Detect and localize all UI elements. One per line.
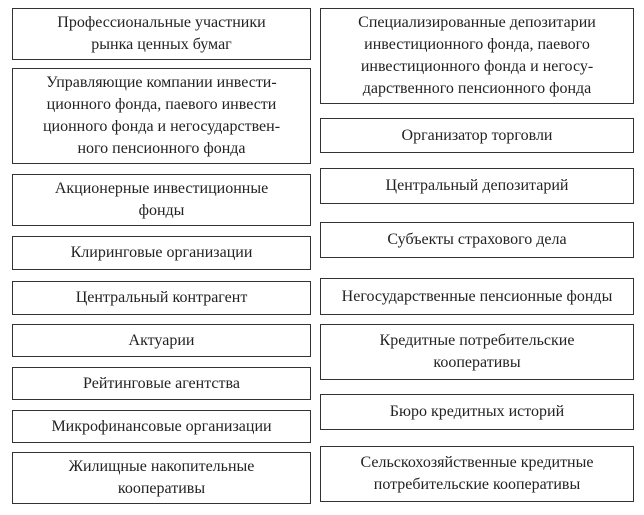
box-label: Профессиональные участники рынка ценных … bbox=[57, 14, 266, 53]
box-label: Клиринговые организации bbox=[70, 244, 253, 261]
box-insurance-subjects: Субъекты страхового дела bbox=[320, 222, 634, 258]
box-label: Жилищные накопительные кооперативы bbox=[68, 458, 255, 497]
box-rating-agencies: Рейтинговые агентства bbox=[12, 367, 311, 400]
box-agricultural-cooperatives: Сельскохозяйственные кредитные потребите… bbox=[320, 446, 634, 502]
box-management-companies: Управляющие компании инвести- ционного ф… bbox=[12, 68, 311, 164]
box-professional-participants: Профессиональные участники рынка ценных … bbox=[12, 8, 311, 60]
box-label: Центральный депозитарий bbox=[385, 177, 569, 194]
box-label: Микрофинансовые организации bbox=[51, 417, 272, 435]
box-label: Негосударственные пенсионные фонды bbox=[341, 287, 613, 305]
box-pension-funds: Негосударственные пенсионные фонды bbox=[320, 278, 634, 315]
box-central-counterparty: Центральный контрагент bbox=[12, 281, 311, 315]
box-label: Акционерные инвестиционные фонды bbox=[54, 180, 269, 219]
box-label: Организатор торговли bbox=[401, 126, 553, 144]
box-joint-stock-funds: Акционерные инвестиционные фонды bbox=[12, 174, 311, 226]
box-specialized-depositories: Специализированные депозитарии инвестици… bbox=[320, 8, 634, 104]
box-credit-cooperatives: Кредитные потребительские кооперативы bbox=[320, 324, 634, 380]
box-actuaries: Актуарии bbox=[12, 324, 311, 357]
box-credit-bureau: Бюро кредитных историй bbox=[320, 394, 634, 430]
box-label: Бюро кредитных историй bbox=[389, 403, 565, 420]
box-housing-cooperatives: Жилищные накопительные кооперативы bbox=[12, 452, 311, 504]
box-clearing: Клиринговые организации bbox=[12, 236, 311, 270]
box-label: Управляющие компании инвести- ционного ф… bbox=[42, 74, 281, 157]
box-central-depository: Центральный депозитарий bbox=[320, 168, 634, 204]
box-label: Центральный контрагент bbox=[75, 289, 248, 306]
box-label: Специализированные депозитарии инвестици… bbox=[358, 14, 596, 97]
box-microfinance: Микрофинансовые организации bbox=[12, 410, 311, 443]
box-label: Актуарии bbox=[128, 331, 195, 349]
box-trade-organizer: Организатор торговли bbox=[320, 118, 634, 153]
box-label: Кредитные потребительские кооперативы bbox=[379, 332, 575, 371]
box-label: Субъекты страхового дела bbox=[387, 231, 567, 248]
box-label: Сельскохозяйственные кредитные потребите… bbox=[360, 454, 594, 493]
box-label: Рейтинговые агентства bbox=[83, 374, 240, 392]
